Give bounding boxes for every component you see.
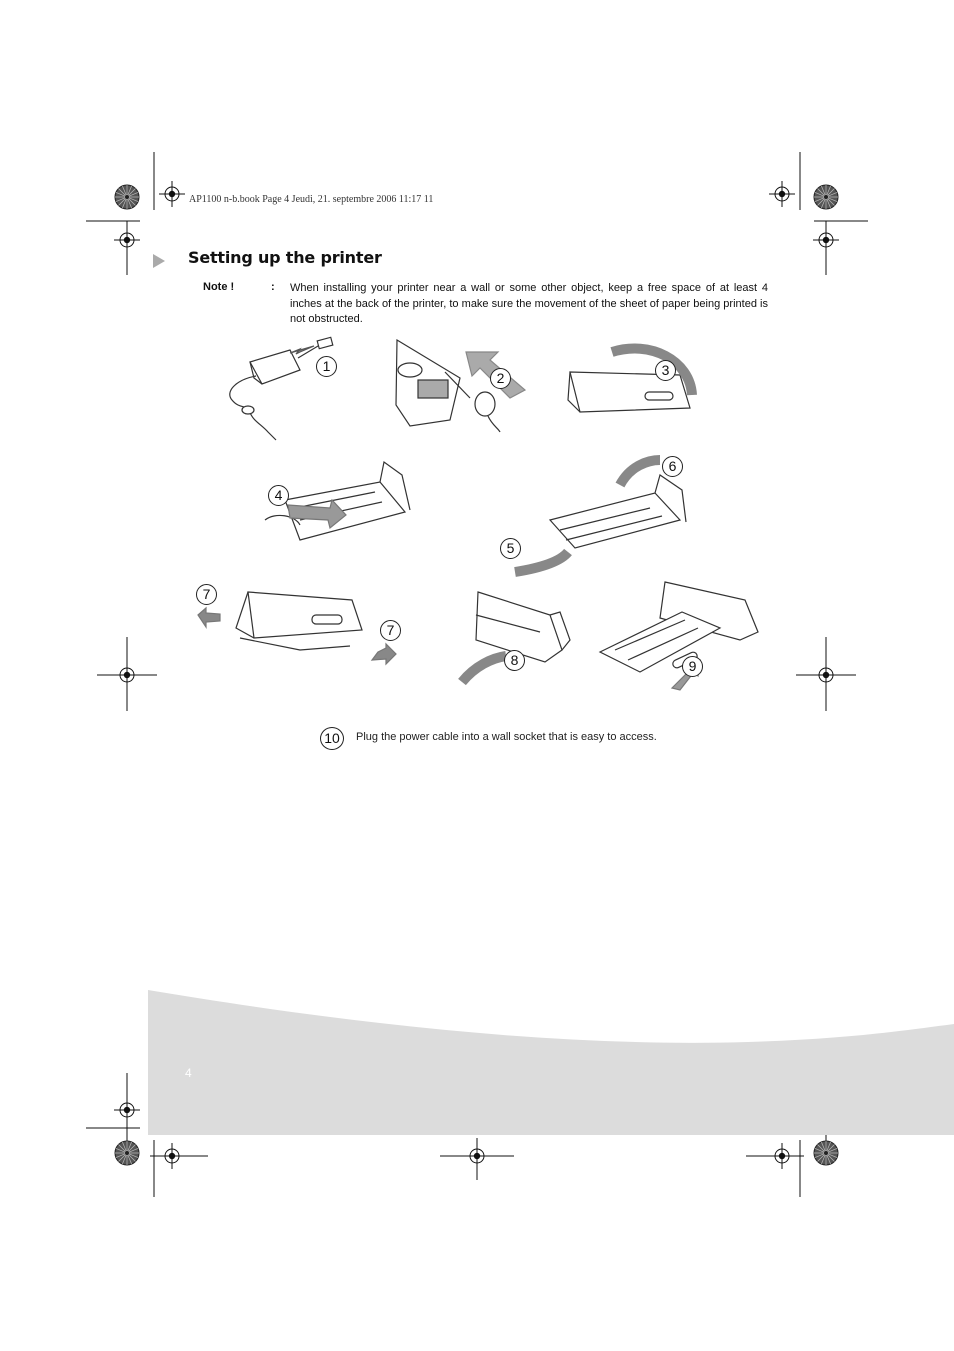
step-7-left-number: 7 — [196, 584, 217, 605]
arrow-right-icon — [153, 254, 165, 268]
step-9-number: 9 — [682, 656, 703, 677]
section-title: Setting up the printer — [188, 248, 382, 267]
load-paper-illustration — [514, 455, 687, 577]
step-6-number: 6 — [662, 456, 683, 477]
note-separator: : — [271, 281, 275, 293]
note-text: When installing your printer near a wall… — [290, 282, 768, 325]
power-adapter-illustration — [229, 336, 334, 441]
footer-band — [148, 990, 954, 1135]
step-1-number: 1 — [316, 356, 337, 377]
step-2-number: 2 — [490, 368, 511, 389]
insert-cassette-illustration — [598, 581, 759, 691]
step-7-right-number: 7 — [380, 620, 401, 641]
setup-illustrations — [197, 336, 759, 691]
insert-paper-illustration — [264, 460, 411, 541]
step-5-number: 5 — [500, 538, 521, 559]
printer-side-illustration — [458, 591, 571, 686]
step-3-number: 3 — [655, 360, 676, 381]
step-4-number: 4 — [268, 485, 289, 506]
step-10-caption: Plug the power cable into a wall socket … — [356, 731, 657, 743]
step-8-number: 8 — [504, 650, 525, 671]
note-label: Note ! — [203, 281, 235, 293]
step-10-number: 10 — [320, 727, 344, 750]
hold-cassette-illustration — [197, 591, 397, 666]
paper-cassette-illustration — [567, 343, 697, 413]
page-number: 4 — [185, 1066, 192, 1080]
book-header-info: AP1100 n-b.book Page 4 Jeudi, 21. septem… — [189, 194, 434, 205]
